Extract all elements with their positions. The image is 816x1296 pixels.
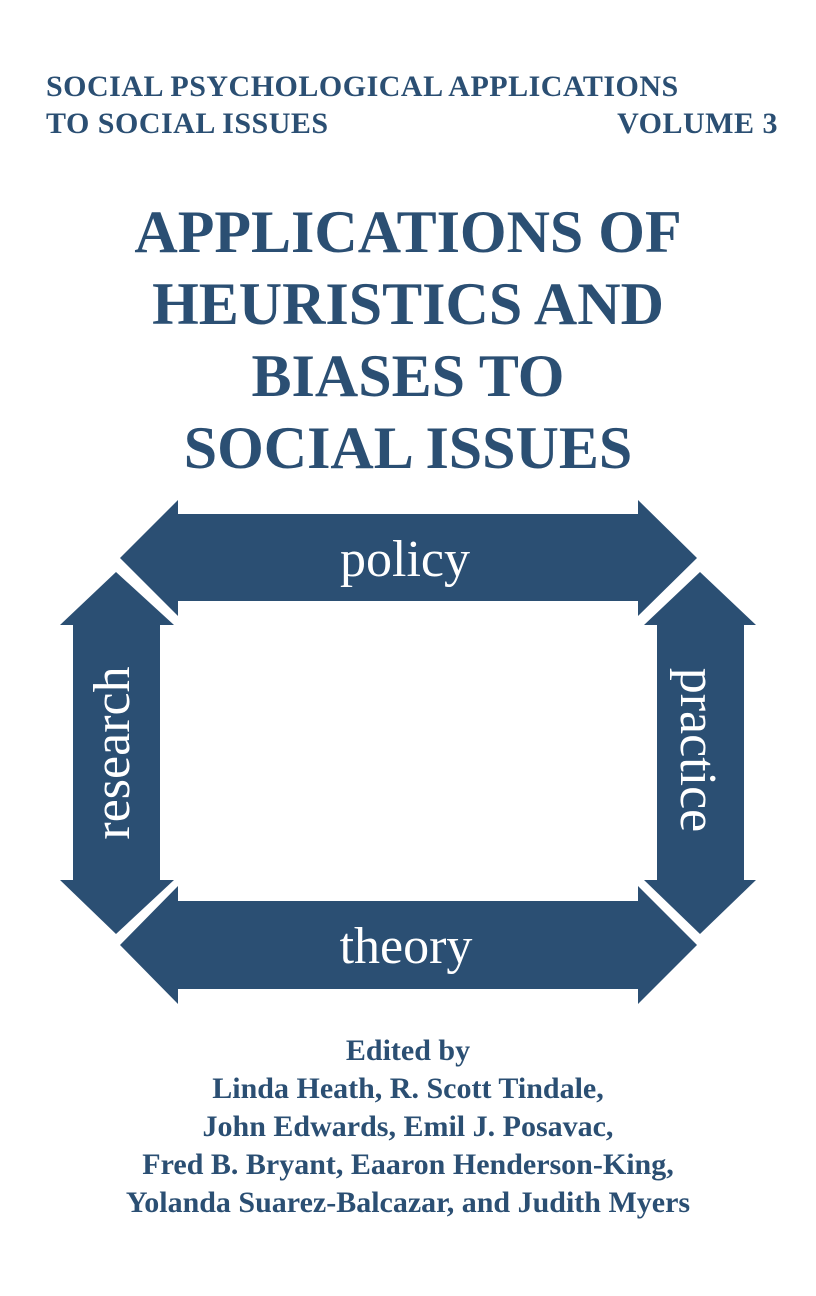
book-title: APPLICATIONS OF HEURISTICS AND BIASES TO… [60,196,756,484]
volume-number: VOLUME 3 [617,107,778,140]
label-practice: practice [669,668,726,833]
cycle-arrows-diagram: policy theory research practice [60,500,756,1004]
left-double-arrow [60,572,174,934]
editor-line-4: Yolanda Suarez-Balcazar, and Judith Myer… [125,1186,691,1219]
series-title-line-1: SOCIAL PSYCHOLOGICAL APPLICATIONS [46,70,679,103]
label-theory: theory [340,918,473,975]
series-title-line-2: TO SOCIAL ISSUES VOLUME 3 [46,105,778,143]
book-title-line-2: HEURISTICS AND [152,271,664,337]
editor-line-3: Fred B. Bryant, Eaaron Henderson-King, [142,1148,674,1181]
book-title-line-4: SOCIAL ISSUES [183,415,633,481]
series-title-subline: TO SOCIAL ISSUES [46,107,329,140]
top-double-arrow [120,500,697,616]
editor-line-1: Linda Heath, R. Scott Tindale, [212,1072,604,1105]
bottom-double-arrow [120,886,697,1004]
edited-by-label: Edited by [345,1034,471,1067]
editors-block: Edited by Linda Heath, R. Scott Tindale,… [40,1032,776,1222]
book-title-line-1: APPLICATIONS OF [134,199,682,265]
editor-line-2: John Edwards, Emil J. Posavac, [202,1110,614,1143]
book-title-line-3: BIASES TO [251,343,565,409]
right-double-arrow [644,572,756,934]
label-research: research [84,666,141,839]
label-policy: policy [340,531,470,588]
